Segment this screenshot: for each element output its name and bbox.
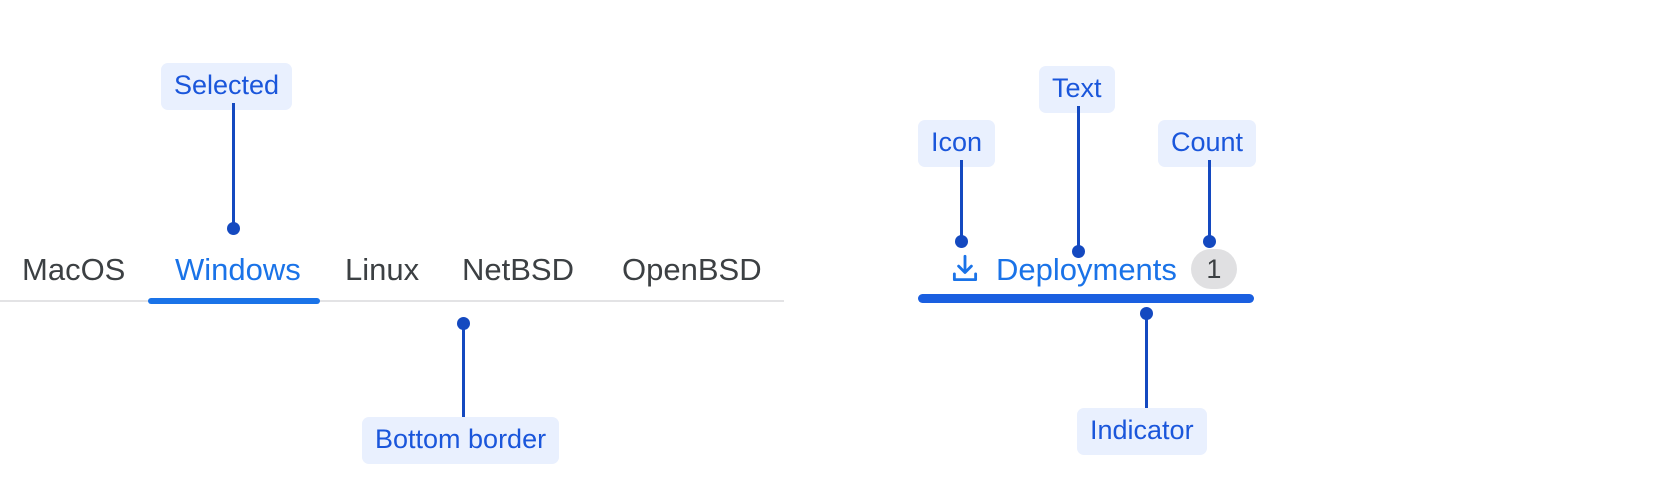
- tab-openbsd[interactable]: OpenBSD: [622, 248, 762, 292]
- annotation-label-count: Count: [1158, 120, 1257, 167]
- deployments-tab-indicator: [918, 294, 1254, 303]
- annotation-leader-bottom-border: [462, 323, 465, 417]
- download-icon: [952, 254, 978, 282]
- annotation-label-selected: Selected: [161, 63, 293, 110]
- annotation-dot-text: [1072, 245, 1085, 258]
- tab-openbsd-label: OpenBSD: [622, 252, 762, 287]
- annotation-label-icon: Icon: [918, 120, 996, 167]
- annotation-leader-text: [1077, 106, 1080, 250]
- annotation-leader-selected: [232, 103, 235, 228]
- annotation-label-text: Text: [1039, 66, 1115, 113]
- annotation-label-indicator: Indicator: [1077, 408, 1207, 455]
- tab-windows-underline: [148, 298, 320, 304]
- annotation-leader-icon: [960, 160, 963, 240]
- tab-netbsd-label: NetBSD: [462, 252, 574, 287]
- annotation-label-bottom-border: Bottom border: [362, 417, 560, 464]
- annotation-leader-count: [1208, 160, 1211, 240]
- tab-windows-label: Windows: [175, 252, 301, 287]
- tab-macos-label: MacOS: [22, 252, 126, 287]
- tab-windows[interactable]: Windows: [175, 248, 301, 292]
- annotation-dot-icon: [955, 235, 968, 248]
- annotation-dot-count: [1203, 235, 1216, 248]
- tab-netbsd[interactable]: NetBSD: [462, 248, 574, 292]
- tab-macos[interactable]: MacOS: [22, 248, 125, 292]
- tab-linux[interactable]: Linux: [345, 248, 419, 292]
- deployments-tab-content: Deployments 1: [948, 246, 1237, 292]
- annotation-dot-selected: [227, 222, 240, 235]
- deployments-tab-label: Deployments: [996, 251, 1177, 287]
- deployments-count-badge: 1: [1190, 249, 1237, 289]
- tab-bar: MacOS Windows Linux NetBSD OpenBSD: [0, 248, 784, 308]
- annotation-leader-indicator: [1145, 313, 1148, 408]
- tab-linux-label: Linux: [345, 252, 420, 287]
- tab-bar-rule: [0, 300, 784, 302]
